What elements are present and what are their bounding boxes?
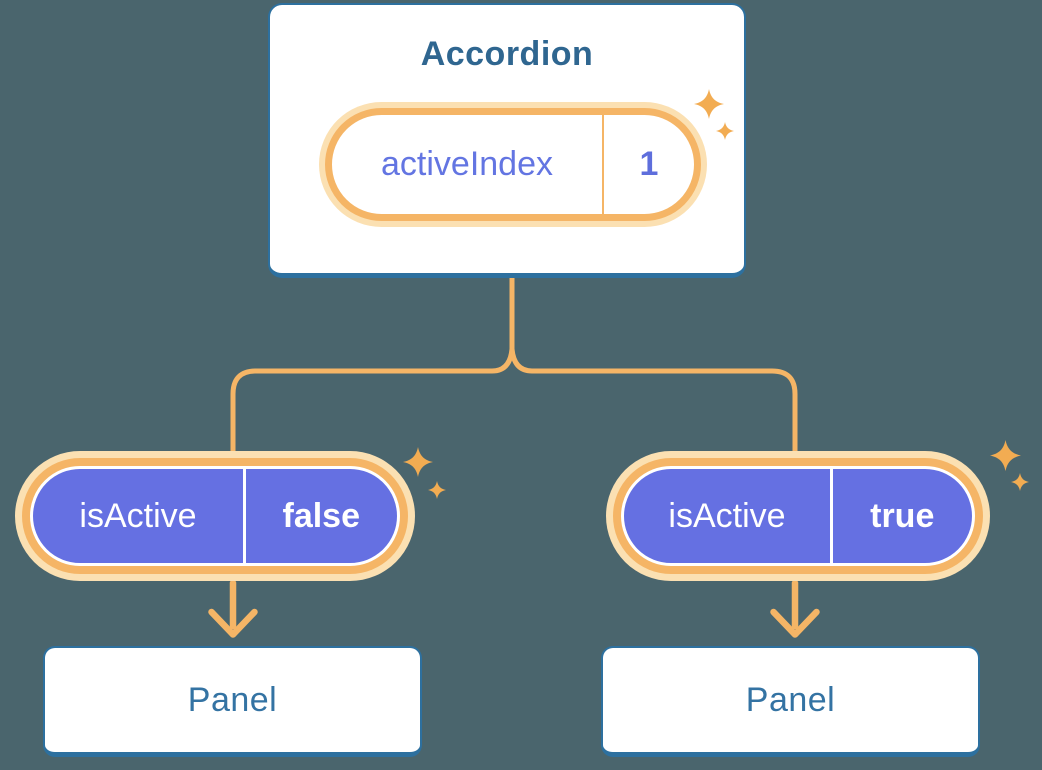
sparkle-icon bbox=[1011, 473, 1029, 491]
sparkle-icon bbox=[428, 481, 446, 499]
sparkle-icon bbox=[403, 447, 433, 477]
state-value: 1 bbox=[639, 145, 659, 183]
pill-divider bbox=[830, 469, 833, 563]
sparkle-icon bbox=[716, 122, 734, 140]
panel-box-right: Panel bbox=[601, 646, 980, 757]
panel-label: Panel bbox=[187, 680, 278, 719]
sparkle-icon bbox=[694, 89, 724, 119]
arrow-down-right-icon bbox=[770, 579, 820, 638]
state-name: activeIndex bbox=[381, 145, 553, 183]
prop-name: isActive bbox=[79, 496, 197, 535]
state-pill-activeindex: activeIndex 1 bbox=[325, 108, 701, 221]
panel-box-left: Panel bbox=[43, 646, 422, 757]
prop-pill-isactive-true: isActive true bbox=[621, 466, 975, 566]
prop-name: isActive bbox=[668, 496, 786, 535]
pill-divider bbox=[243, 469, 246, 563]
arrow-down-left-icon bbox=[208, 579, 258, 638]
accordion-title: Accordion bbox=[420, 35, 594, 73]
prop-pill-isactive-false: isActive false bbox=[30, 466, 400, 566]
branch-lines bbox=[230, 275, 798, 455]
panel-label: Panel bbox=[745, 680, 836, 719]
prop-value: false bbox=[282, 496, 361, 535]
accordion-component-box: Accordion activeIndex 1 bbox=[268, 3, 746, 278]
sparkle-icon bbox=[990, 440, 1021, 471]
pill-divider bbox=[602, 115, 604, 214]
prop-value: true bbox=[870, 496, 935, 535]
